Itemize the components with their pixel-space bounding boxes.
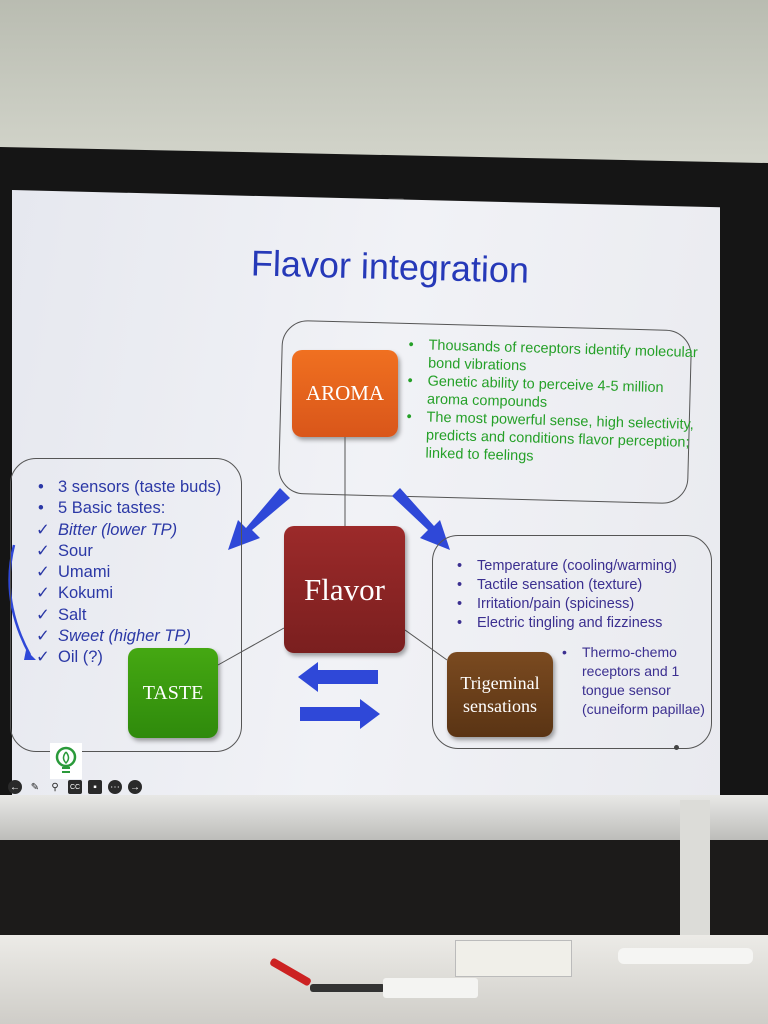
- lightbulb-logo-icon: [50, 743, 82, 779]
- trigeminal-bullets: Temperature (cooling/warming) Tactile se…: [455, 557, 705, 633]
- wall: [0, 0, 768, 165]
- pen-icon[interactable]: ✎: [30, 781, 40, 793]
- taste-check: Umami: [36, 562, 246, 584]
- trigeminal-bullet: Electric tingling and fizziness: [455, 614, 705, 633]
- taste-bullet: 3 sensors (taste buds): [36, 477, 246, 499]
- taste-bullet: 5 Basic tastes:: [36, 498, 246, 520]
- trigeminal-label: Trigeminal: [460, 672, 540, 693]
- trigeminal-box: Trigeminal sensations: [447, 652, 553, 737]
- monitor-frame: [0, 795, 768, 840]
- forward-icon[interactable]: →: [128, 780, 142, 794]
- arrow-left: [298, 662, 378, 692]
- arrow-right: [300, 699, 380, 729]
- connector-line: [404, 629, 448, 661]
- background-shadow: [0, 840, 768, 950]
- trigeminal-note-text: Thermo-chemo receptors and 1 tongue sens…: [560, 643, 720, 719]
- taste-check: Sour: [36, 541, 246, 563]
- trigeminal-bullet: Tactile sensation (texture): [455, 576, 705, 595]
- slide-dot: [674, 745, 679, 750]
- pen: [310, 984, 385, 992]
- zoom-icon[interactable]: ⚲: [51, 781, 59, 793]
- taste-check: Salt: [36, 605, 246, 627]
- curved-arrow: [8, 544, 32, 656]
- taste-check-label: Bitter (lower TP): [58, 520, 178, 539]
- eraser: [383, 978, 478, 998]
- trigeminal-group: [432, 535, 712, 749]
- trigeminal-bullet: Irritation/pain (spiciness): [455, 595, 705, 614]
- back-icon[interactable]: ←: [8, 780, 22, 794]
- presentation-toolbar: ← ✎ ⚲ CC ▪ ⋯ →: [8, 780, 142, 794]
- aroma-box: AROMA: [292, 350, 398, 437]
- trigeminal-bullet: Temperature (cooling/warming): [455, 557, 705, 576]
- box: [455, 940, 572, 977]
- arrow-to-trigeminal: [392, 488, 450, 550]
- remote-control: [618, 948, 753, 964]
- taste-check-label: Sweet (higher TP): [58, 627, 191, 646]
- camera-icon[interactable]: ▪: [88, 780, 102, 794]
- taste-check: Oil (?): [36, 647, 246, 669]
- taste-check: Sweet (higher TP): [36, 626, 246, 648]
- more-icon[interactable]: ⋯: [108, 780, 122, 794]
- taste-list: 3 sensors (taste buds) 5 Basic tastes: B…: [36, 477, 246, 669]
- captions-icon[interactable]: CC: [68, 780, 82, 794]
- flavor-box: Flavor: [284, 526, 405, 653]
- trigeminal-note: Thermo-chemo receptors and 1 tongue sens…: [560, 643, 720, 719]
- trigeminal-label: sensations: [463, 695, 537, 716]
- taste-check: Bitter (lower TP): [36, 520, 246, 542]
- taste-check: Kokumi: [36, 583, 246, 605]
- taste-box: TASTE: [128, 648, 218, 738]
